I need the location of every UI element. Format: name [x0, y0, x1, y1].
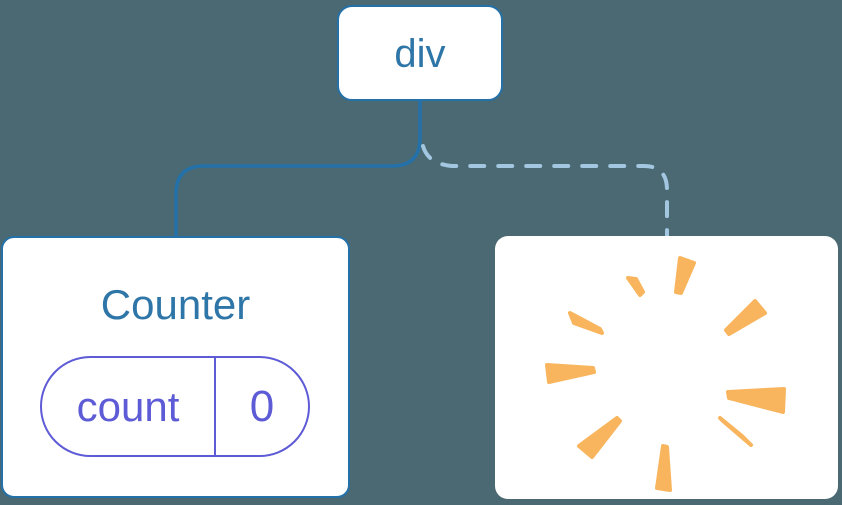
poof-ray	[545, 363, 596, 384]
counter-card: Counter count 0	[1, 236, 350, 498]
counter-title: Counter	[100, 281, 251, 328]
poof-ray	[724, 299, 767, 336]
state-value-cell: 0	[214, 358, 308, 455]
poof-icon	[545, 256, 786, 492]
poof-ray	[577, 416, 622, 459]
state-key-cell: count	[42, 358, 214, 455]
state-pill: count 0	[40, 356, 310, 457]
poof-ray	[626, 276, 645, 297]
state-key-label: count	[76, 382, 180, 430]
poof-ray	[568, 311, 604, 335]
connector-dashed	[421, 144, 669, 242]
poof-ray	[726, 387, 786, 414]
poof-ray	[674, 256, 696, 295]
root-node: div	[337, 5, 503, 101]
connector-solid	[174, 98, 422, 242]
root-node-label: div	[394, 32, 446, 76]
removed-card	[495, 236, 838, 499]
poof-ray	[655, 444, 672, 492]
poof-rays	[545, 256, 786, 492]
state-value-label: 0	[249, 381, 275, 431]
poof-ray	[718, 416, 753, 447]
